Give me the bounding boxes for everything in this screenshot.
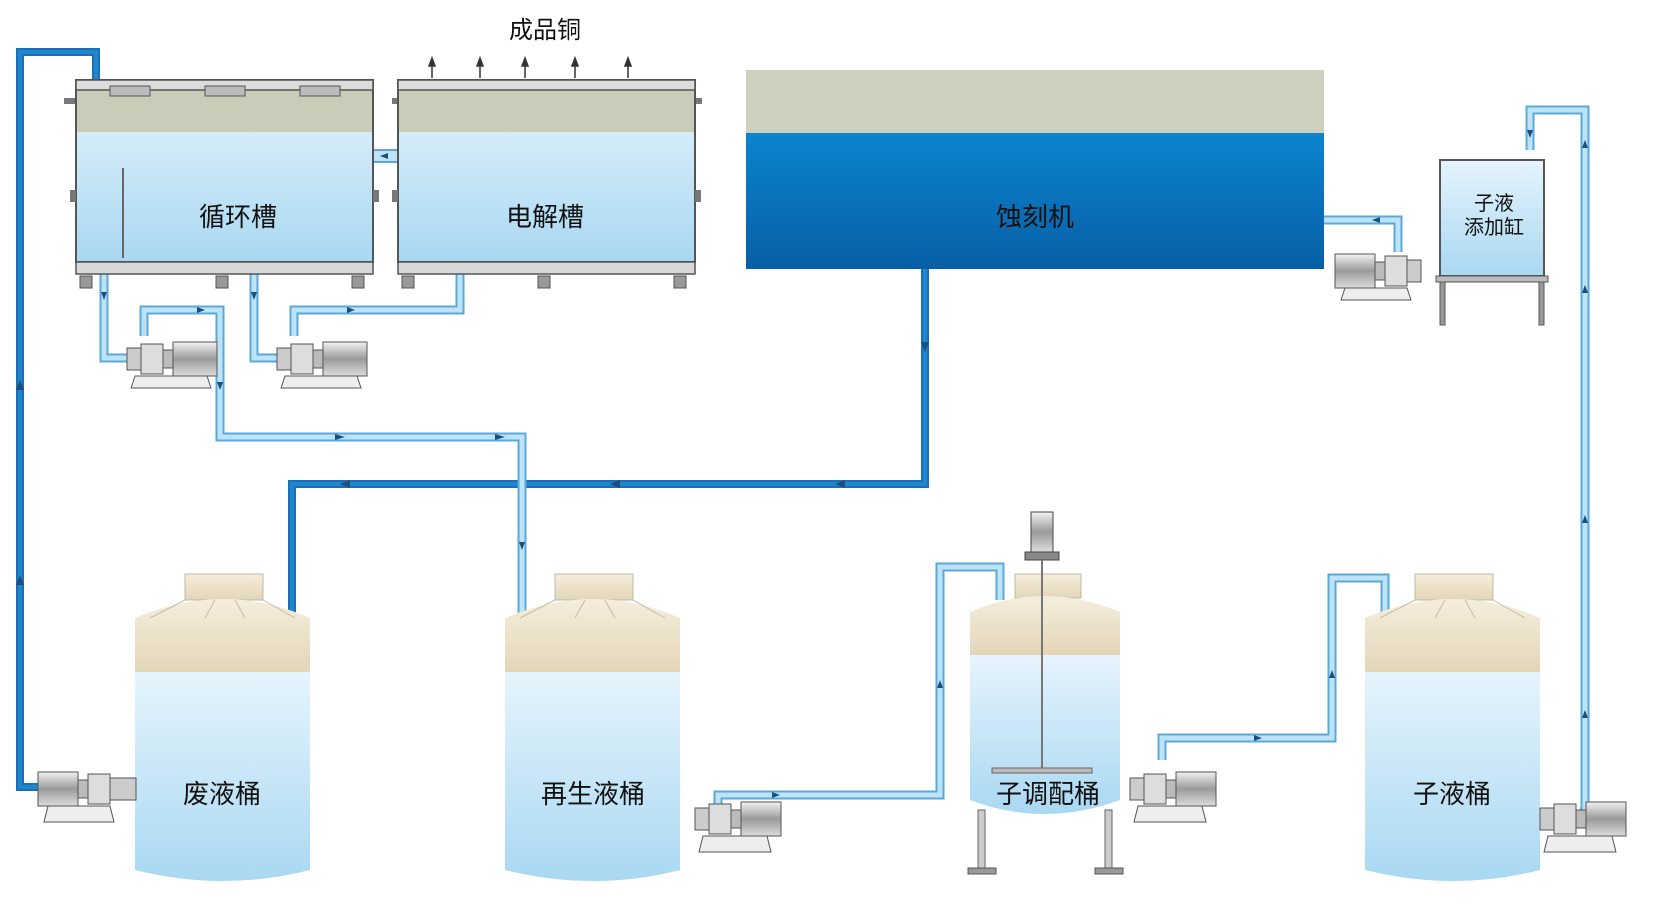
sub-bucket-label: 子液桶 [1413,780,1491,810]
electrolysis-tank: 成品铜 电解槽 [392,16,702,289]
regen-bucket-label: 再生液桶 [541,780,645,810]
add-tank-label-line2: 添加缸 [1464,215,1524,239]
pipe-regen-to-mix [713,562,1005,812]
pipe-network [16,48,1590,817]
regenerated-liquid-bucket: 再生液桶 [505,573,680,881]
pipe-etcher-to-pump [1324,215,1403,252]
pump-electrolysis-tank [276,341,368,389]
sub-liquid-bucket: 子液桶 [1365,573,1540,881]
sub-liquid-add-tank: 子液 添加缸 [1435,159,1549,326]
pump-circ-tank [126,341,218,389]
etcher-label: 蚀刻机 [996,203,1074,233]
mix-bucket-label: 子调配桶 [996,780,1100,810]
waste-liquid-bucket: 废液桶 [135,573,310,881]
electrolysis-tank-label: 电解槽 [506,203,584,233]
product-copper-label: 成品铜 [509,16,581,44]
pump-mix-bucket [1129,771,1217,823]
circ-tank-label: 循环槽 [199,203,277,233]
waste-bucket-label: 废液桶 [183,780,261,810]
pipe-circ-to-pump1 [99,262,130,363]
pump-regen-bucket [694,801,782,853]
pump-sub-bucket [1539,801,1627,853]
product-out-arrows [427,55,633,78]
pipe-mix-to-sub [1157,573,1390,760]
pump-waste-bucket [37,771,137,823]
etching-machine: 蚀刻机 [746,70,1324,269]
pump-add-tank [1334,253,1422,301]
add-tank-label-line1: 子液 [1474,191,1514,215]
sub-liquid-mixing-bucket: 子调配桶 [967,511,1124,875]
circulation-tank: 循环槽 [64,79,379,289]
pipe-circ-to-pump2 [249,262,282,363]
